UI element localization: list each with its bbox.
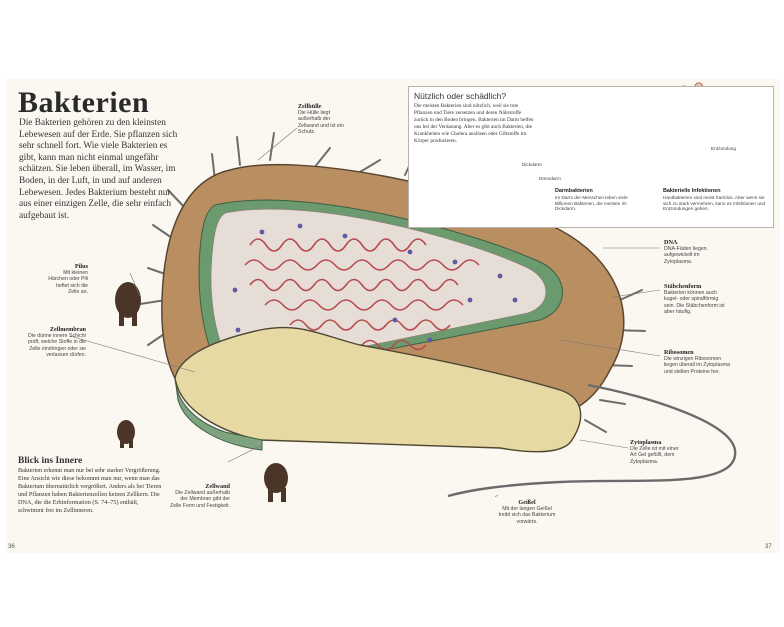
caption-title: Bakterielle Infektionen	[663, 188, 721, 194]
info-box	[408, 86, 774, 228]
label-title: Zellwand	[205, 483, 230, 490]
label-geissel: Geißel Mit der langen Geißel treibt sich…	[498, 499, 556, 525]
intro-text: Die Bakterien gehören zu den kleinsten L…	[19, 118, 178, 221]
blick-heading: Blick ins Innere	[18, 456, 83, 466]
page-number-left: 36	[8, 544, 15, 550]
label-title: Stäbchenform	[664, 283, 702, 290]
info-box-title: Nützlich oder schädlich?	[414, 91, 507, 101]
label-dna: DNA DNA-Fäden liegen aufgewickelt im Zyt…	[664, 239, 726, 265]
dickdarm-label: Dickdarm	[522, 162, 542, 167]
label-zellmembran: Zellmembran Die dünne innere Schicht prü…	[26, 326, 86, 358]
caption-text: Hautbakterien sind meist harmlos. Aber w…	[663, 194, 766, 212]
darmbakterien-caption: Darmbakterien Im Darm der Menschen leben…	[555, 188, 645, 212]
page-title: Bakterien	[18, 86, 150, 119]
label-title: Ribosomen	[664, 349, 694, 356]
label-text: Mit der langen Geißel treibt sich das Ba…	[498, 506, 556, 525]
entzuendung-label: Entzündung	[711, 146, 737, 151]
label-title: Pilus	[74, 263, 88, 270]
label-text: Die Zellwand außerhalb der Membran gibt …	[170, 490, 230, 509]
caption-title: Darmbakterien	[555, 188, 593, 194]
label-title: Geißel	[518, 499, 536, 506]
label-zellwand: Zellwand Die Zellwand außerhalb der Memb…	[168, 483, 230, 509]
flagellum	[447, 383, 737, 498]
label-text: Die dünne innere Schicht prüft, welche S…	[27, 333, 86, 358]
info-box-text: Die meisten Bakterien sind nützlich, wei…	[414, 103, 534, 144]
duenndarm-label: Dünndarm	[539, 176, 561, 181]
label-staebchenform: Stäbchenform Bakterien können auch kugel…	[664, 283, 728, 315]
mammoth-figures	[115, 282, 288, 502]
dna-strands	[244, 238, 480, 351]
label-text: Die Zelle ist mit einer Art Gel gefüllt,…	[630, 446, 679, 465]
label-zytoplasma: Zytoplasma Die Zelle ist mit einer Art G…	[630, 439, 682, 465]
label-title: Zellhülle	[298, 103, 322, 110]
label-title: DNA	[664, 239, 678, 246]
label-text: Bakterien können auch kugel- oder spiral…	[664, 290, 725, 315]
infektionen-caption: Bakterielle Infektionen Hautbakterien si…	[663, 188, 767, 212]
cell-wall-section	[174, 326, 582, 453]
label-text: Mit kleinen Härchen oder Pili heftet sic…	[48, 270, 88, 295]
label-title: Zytoplasma	[630, 439, 662, 446]
page-number-right: 37	[765, 544, 772, 550]
label-text: Die winzigen Ribosomen liegen überall im…	[664, 356, 731, 375]
label-ribosomen: Ribosomen Die winzigen Ribosomen liegen …	[664, 349, 732, 375]
label-zellhuelle: Zellhülle Die Hülle liegt außerhalb der …	[298, 103, 350, 135]
label-text: Die Hülle liegt außerhalb der Zellwand u…	[298, 110, 344, 135]
blick-text: Bakterien erkennt man nur bei sehr stark…	[18, 467, 162, 515]
label-text: DNA-Fäden liegen aufgewickelt im Zytopla…	[664, 246, 707, 265]
caption-text: Im Darm der Menschen leben viele Billion…	[555, 194, 628, 212]
leader-lines	[69, 127, 661, 498]
cell-wall-edge	[174, 377, 263, 451]
label-pilus: Pilus Mit kleinen Härchen oder Pili heft…	[46, 263, 88, 295]
label-title: Zellmembran	[49, 326, 86, 333]
